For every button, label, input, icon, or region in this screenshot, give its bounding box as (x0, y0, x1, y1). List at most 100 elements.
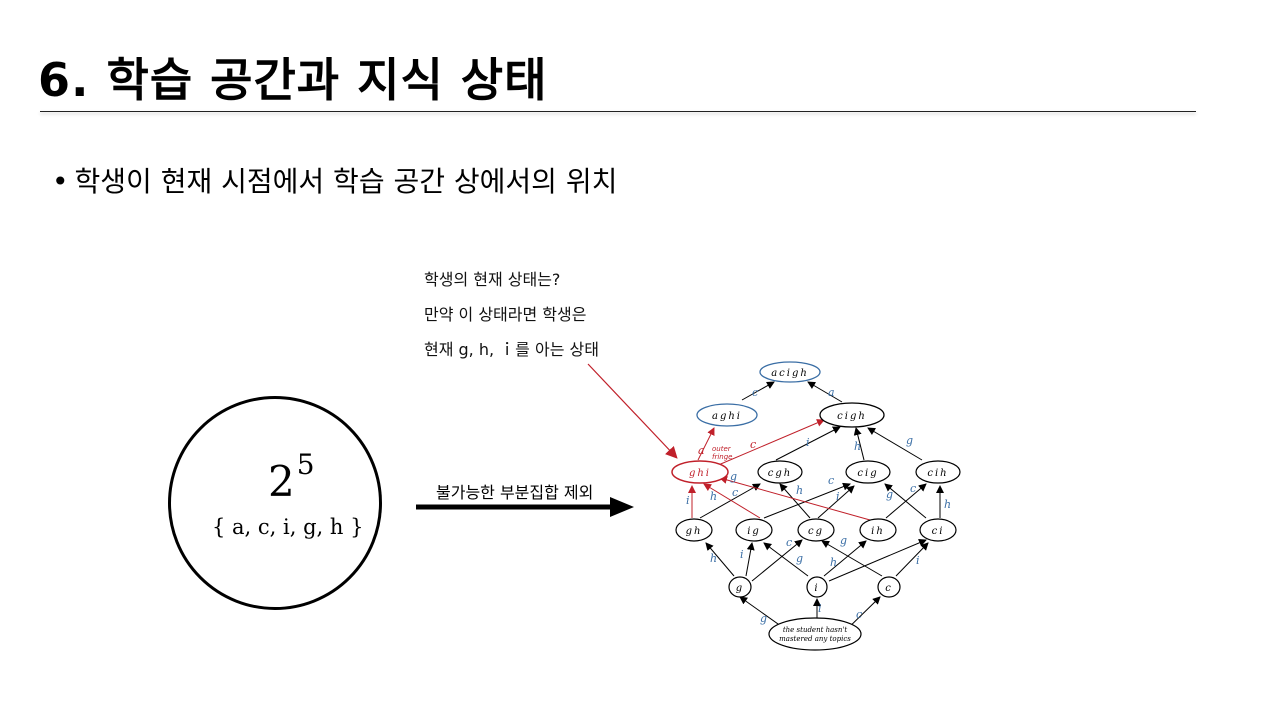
question-note: 학생의 현재 상태는? 만약 이 상태라면 학생은 현재 g, h, ｉ를 아는… (424, 262, 599, 367)
power-set-count: 25 (268, 448, 315, 506)
node-gh: gh (675, 518, 713, 542)
edge-label: i (740, 548, 744, 561)
edge-ci-cig (884, 483, 927, 519)
edge-ghi-aghi (697, 427, 715, 461)
node-aghi-label: aghi (712, 411, 742, 422)
edge-label: c (750, 438, 756, 451)
node-c: c (877, 576, 901, 598)
edge-label: h (830, 556, 837, 569)
node-ig-label: ig (747, 526, 761, 537)
edge-label: h (944, 498, 951, 511)
node-ghi: ghi (671, 460, 729, 484)
edge-ghi-cigh (715, 419, 825, 467)
bullet-item: •학생이 현재 시점에서 학습 공간 상에서의 위치 (52, 160, 617, 200)
edge-i-ih (823, 540, 867, 577)
edge-ig-ghi (703, 483, 761, 519)
node-ig: ig (735, 518, 773, 542)
edge-label: h (710, 490, 717, 503)
edge-label: c (828, 474, 834, 487)
edge-label: c (752, 386, 758, 399)
node-empty: the student hasn't mastered any topics (768, 617, 862, 651)
node-ih: ih (859, 518, 897, 542)
right-arrow-icon (416, 497, 634, 517)
edge-label: i (806, 436, 810, 449)
edge-ih-ghi (719, 476, 871, 521)
question-line-1: 학생의 현재 상태는? (424, 270, 561, 289)
outer-fringe-line-2: fringe (712, 453, 732, 461)
node-ih-label: ih (871, 526, 885, 537)
edge-label: g (760, 612, 767, 625)
bullet-dot-icon: • (52, 165, 69, 198)
node-acigh-label: acigh (771, 368, 809, 379)
topic-set: { a, c, i, g, h } (212, 515, 364, 539)
node-gh-label: gh (686, 526, 703, 537)
edge-label: g (796, 552, 803, 565)
edge-i-ig (763, 542, 809, 577)
arrow-label: 불가능한 부분집합 제외 (436, 483, 594, 502)
edge-gh-cgh (699, 483, 761, 519)
node-cg-label: cg (808, 526, 824, 537)
edge-cigh-acigh (807, 381, 843, 403)
edge-aghi-acigh (741, 381, 775, 401)
edge-c-cg (821, 540, 883, 577)
edge-label: h (796, 484, 803, 497)
edge-cig-cigh (853, 427, 865, 461)
power-base: 2 (268, 457, 295, 506)
node-i: i (806, 576, 828, 598)
node-ci: ci (919, 518, 957, 542)
edge-label: a (698, 444, 705, 457)
edge-label: c (732, 486, 738, 499)
node-c-label: c (885, 583, 893, 594)
knowledge-space-lattice: c a a c i h g g i h c h c i g c h i c g … (671, 361, 961, 651)
edge-cih-cigh (867, 427, 923, 461)
edge-label: i (818, 602, 822, 615)
red-pointer-line (587, 363, 678, 459)
edge-label: g (730, 470, 737, 483)
edge-label: g (886, 488, 893, 501)
edge-c-ci (895, 542, 929, 577)
edge-g-cg (751, 539, 803, 582)
node-cg: cg (797, 518, 835, 542)
node-cgh-label: cgh (768, 468, 792, 479)
question-line-3: 현재 g, h, ｉ를 아는 상태 (424, 340, 599, 359)
node-i-label: i (814, 583, 819, 594)
edge-g-gh (705, 542, 735, 577)
node-cig-label: cig (857, 468, 878, 479)
edge-ig-cig (763, 482, 851, 519)
node-cigh-label: cigh (837, 411, 867, 422)
node-empty-label-1: the student hasn't (783, 626, 847, 634)
node-cgh: cgh (757, 460, 803, 484)
edge-label: i (916, 554, 920, 567)
edge-label: a (828, 386, 835, 399)
edge-label: g (840, 534, 847, 547)
edge-i-ci (828, 539, 927, 582)
edge-cgh-cigh (775, 426, 841, 461)
node-cigh: cigh (819, 402, 885, 428)
power-set-circle (168, 396, 382, 610)
edge-label: i (836, 490, 840, 503)
title-divider (40, 111, 1196, 112)
edge-label: h (854, 440, 861, 453)
outer-fringe-line-1: outer (712, 445, 732, 453)
power-exponent: 5 (296, 448, 315, 481)
edge-label: g (906, 434, 913, 447)
question-line-2: 만약 이 상태라면 학생은 (424, 305, 587, 324)
node-empty-label-2: mastered any topics (779, 635, 851, 643)
edge-label: i (686, 494, 690, 507)
node-g-label: g (736, 583, 744, 594)
edge-label: c (786, 536, 792, 549)
edge-g-ig (745, 542, 755, 577)
node-cig: cig (845, 460, 891, 484)
bullet-text: 학생이 현재 시점에서 학습 공간 상에서의 위치 (74, 165, 618, 198)
node-aghi: aghi (696, 403, 758, 427)
edge-label: h (710, 552, 717, 565)
edge-cg-cig (817, 485, 855, 519)
node-cih-label: cih (927, 468, 948, 479)
edge-label: c (910, 482, 916, 495)
edge-label: c (856, 608, 862, 621)
edge-cg-cgh (779, 483, 811, 519)
node-g: g (728, 576, 752, 598)
node-ghi-label: ghi (689, 468, 711, 479)
node-cih: cih (915, 460, 961, 484)
